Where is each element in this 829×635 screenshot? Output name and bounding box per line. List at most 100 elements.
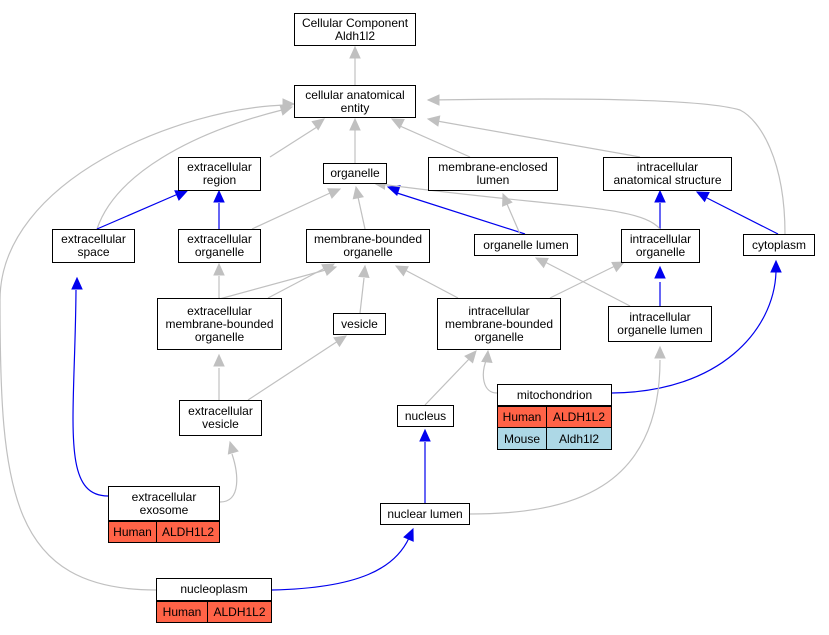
is-a-edge xyxy=(267,267,326,299)
node-label-line: intracellular xyxy=(629,232,692,246)
part-of-edge xyxy=(706,197,779,235)
arrowhead-icon xyxy=(654,189,666,203)
node-label-line: membrane-bounded xyxy=(313,232,423,246)
is-a-edge xyxy=(359,277,365,314)
arrowhead-icon xyxy=(349,117,361,131)
node-nucleus[interactable]: nucleus xyxy=(397,405,454,427)
arrowhead-icon xyxy=(349,45,361,59)
is-a-edge xyxy=(357,196,366,230)
species-cell: Human xyxy=(108,521,157,543)
node-nuclear-lumen[interactable]: nuclear lumen xyxy=(380,503,470,525)
node-label-line: membrane-bounded xyxy=(444,316,554,331)
arrowhead-icon xyxy=(695,191,710,203)
node-label-line: intracellular xyxy=(629,310,691,324)
arrowhead-icon xyxy=(426,94,440,106)
is-a-edge xyxy=(399,125,471,158)
node-label-line: nucleoplasm xyxy=(180,582,248,596)
node-label-line: region xyxy=(202,173,237,187)
part-of-edge xyxy=(396,192,526,235)
arrowhead-icon xyxy=(71,276,83,290)
node-label-line: membrane-enclosed xyxy=(438,160,548,174)
arrowhead-icon xyxy=(403,527,414,542)
node-label-line: organelle xyxy=(635,245,686,259)
node-label-line: nucleus xyxy=(404,408,447,423)
gene-cell: ALDH1L2 xyxy=(547,406,612,428)
node-label-line: extracellular xyxy=(187,160,252,174)
node-label-line: extracellular xyxy=(188,404,253,418)
arrowhead-icon xyxy=(321,263,336,275)
node-label-line: extracellular xyxy=(131,489,197,504)
node-label-line: organelle xyxy=(474,329,524,344)
node-vesicle[interactable]: vesicle xyxy=(333,313,386,335)
arrowhead-icon xyxy=(770,259,782,273)
arrowhead-icon xyxy=(213,189,225,203)
arrowhead-icon xyxy=(227,440,239,455)
node-organelle[interactable]: organelle xyxy=(323,163,387,184)
is-a-edge xyxy=(404,269,459,299)
is-a-edge xyxy=(544,261,631,307)
part-of-edge xyxy=(96,193,179,230)
arrowhead-icon xyxy=(534,257,549,269)
arrowhead-icon xyxy=(333,335,348,348)
is-a-edge xyxy=(96,109,283,230)
node-label-line: nuclear lumen xyxy=(387,506,463,521)
part-of-edge xyxy=(271,537,410,591)
is-a-edge xyxy=(0,104,287,591)
node-label-line: membrane-bounded xyxy=(165,316,274,331)
arrowhead-icon xyxy=(213,353,225,367)
node-organelle-lumen[interactable]: organelle lumen xyxy=(474,234,578,256)
node-nucleoplasm[interactable]: nucleoplasm xyxy=(156,578,272,601)
species-cell: Mouse xyxy=(497,428,547,450)
arrowhead-icon xyxy=(213,262,225,276)
node-label-line: vesicle xyxy=(202,417,239,431)
node-label-line: organelle lumen xyxy=(617,323,703,337)
node-label-line: organelle xyxy=(194,329,245,344)
node-label-line: extracellular xyxy=(187,232,252,246)
species-cell: Human xyxy=(156,601,208,623)
node-label-line: organelle xyxy=(330,166,380,180)
arrowhead-icon xyxy=(426,115,441,127)
arrowhead-icon xyxy=(654,345,666,359)
part-of-edge xyxy=(611,271,777,394)
node-label-line: exosome xyxy=(139,502,189,517)
node-label-line: lumen xyxy=(476,173,510,187)
gene-cell: ALDH1L2 xyxy=(208,601,272,623)
node-label-line: vesicle xyxy=(341,316,378,331)
arrowhead-icon xyxy=(611,261,626,273)
node-label-line: Aldh1l2 xyxy=(334,28,376,43)
node-label-line: organelle lumen xyxy=(483,237,569,252)
is-a-edge xyxy=(379,183,661,230)
node-label-line: intracellular xyxy=(636,160,699,174)
arrowhead-icon xyxy=(654,265,666,279)
arrowhead-icon xyxy=(311,118,325,131)
arrowhead-icon xyxy=(464,350,477,364)
node-cytoplasm[interactable]: cytoplasm xyxy=(743,234,815,256)
is-a-edge xyxy=(247,340,339,401)
node-label-line: organelle xyxy=(343,245,393,259)
is-a-edge xyxy=(427,98,786,235)
arrowhead-icon xyxy=(419,428,431,442)
is-a-edge xyxy=(269,126,318,158)
gene-cell: ALDH1L2 xyxy=(157,521,220,543)
node-label-line: intracellular xyxy=(468,303,530,318)
node-mitochondrion[interactable]: mitochondrion xyxy=(497,384,612,406)
node-label-line: entity xyxy=(340,100,370,115)
